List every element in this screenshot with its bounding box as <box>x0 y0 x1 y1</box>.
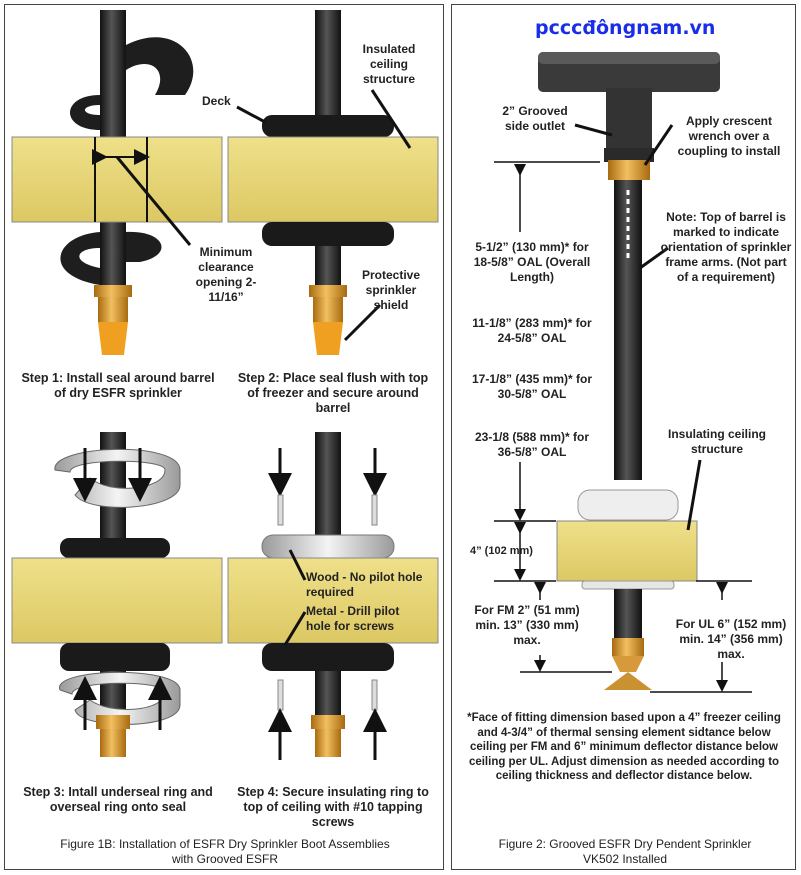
step4-drawing <box>227 432 439 760</box>
step-3-caption: Step 3: Intall underseal ring and overse… <box>23 785 213 814</box>
label-dim-3: 17-1/8” (435 mm)* for 30-5/8” OAL <box>471 372 593 401</box>
step2-drawing <box>227 10 439 355</box>
label-note: Note: Top of barrel is marked to indicat… <box>660 210 792 284</box>
footnote: *Face of fitting dimension based upon a … <box>467 712 781 782</box>
label-side-outlet: 2” Grooved side outlet <box>502 104 568 133</box>
label-wood: Wood - No pilot hole required <box>306 570 423 599</box>
step-4-caption: Step 4: Secure insulating ring to top of… <box>237 785 429 829</box>
figure-2-caption: Figure 2: Grooved ESFR Dry Pendent Sprin… <box>498 837 752 866</box>
label-dim-4: 23-1/8 (588 mm)* for 36-5/8” OAL <box>474 430 590 459</box>
step1-drawing <box>11 10 223 355</box>
label-ul-distance: For UL 6” (152 mm) min. 14” (356 mm) max… <box>675 617 787 661</box>
label-deck: Deck <box>202 94 231 108</box>
label-wrench: Apply crescent wrench over a coupling to… <box>677 114 781 158</box>
step-2-caption: Step 2: Place seal flush with top of fre… <box>237 371 429 415</box>
label-fm-distance: For FM 2” (51 mm) min. 13” (330 mm) max. <box>474 603 580 647</box>
label-metal: Metal - Drill pilot hole for screws <box>306 604 400 633</box>
step-1-caption: Step 1: Install seal around barrel of dr… <box>21 371 215 400</box>
label-min-clearance: Minimum clearance opening 2-11/16” <box>195 245 257 304</box>
label-dim-1: 5-1/2” (130 mm)* for 18-5/8” OAL (Overal… <box>473 240 591 284</box>
figure-1b-caption: Figure 1B: Installation of ESFR Dry Spri… <box>60 837 390 866</box>
label-dim-2: 11-1/8” (283 mm)* for 24-5/8” OAL <box>472 316 592 345</box>
watermark-text: pcccđôngnam.vn <box>535 17 716 39</box>
label-ceiling-thickness: 4” (102 mm) <box>470 545 533 557</box>
label-insulating-ceiling: Insulating ceiling structure <box>667 427 766 456</box>
label-insulated-ceiling: Insulated ceiling structure <box>362 42 416 86</box>
step3-drawing <box>11 432 223 757</box>
label-protective-shield: Protective sprinkler shield <box>361 268 421 312</box>
figure2-drawing <box>494 52 752 693</box>
